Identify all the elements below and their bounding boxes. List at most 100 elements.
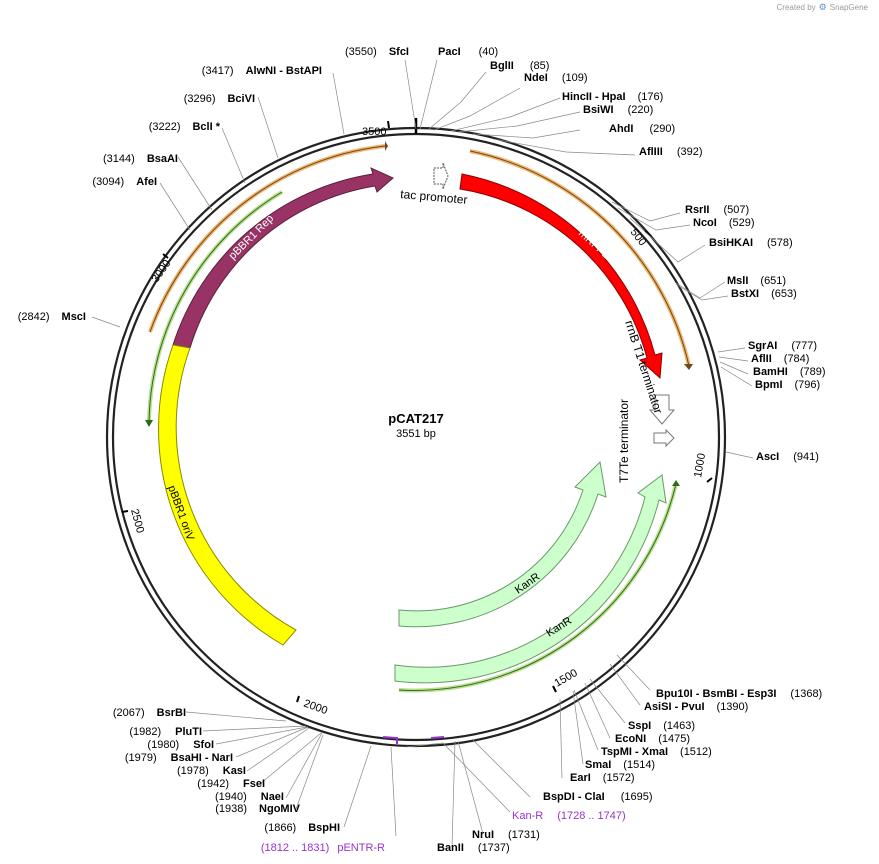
primer-mark-kan-r — [430, 736, 445, 739]
site-bstxi[interactable]: BstXI(653) — [731, 288, 797, 300]
site-tspmi-xmai[interactable]: TspMI - XmaI(1512) — [601, 746, 712, 758]
site-name: BanII — [437, 842, 464, 854]
site-labels: PacI(40) BglII (85) NdeI(109) HincII - Hp… — [18, 46, 826, 854]
site-hincii-hpai[interactable]: HincII - HpaI (176) — [562, 91, 663, 103]
primer-name: pENTR-R — [337, 842, 385, 854]
site-paci[interactable]: PacI(40) — [438, 46, 498, 58]
primer-kan-r[interactable]: Kan-R(1728 .. 1747) — [512, 810, 626, 822]
site-pos: (1940) — [215, 791, 247, 803]
site-afliii[interactable]: AflIII (392) — [639, 146, 703, 158]
site-irui[interactable]: NruI(1731) — [472, 829, 540, 841]
site-pos: (85) — [530, 60, 550, 72]
site-bamhi[interactable]: BamHI(789) — [753, 366, 826, 378]
feature-t7te-terminator[interactable] — [653, 428, 675, 448]
orange-arc-left-head — [385, 141, 388, 151]
site-pos: (1982) — [129, 726, 161, 738]
site-aflii[interactable]: AflII(784) — [751, 353, 809, 365]
site-name: BsiHKAI — [709, 237, 753, 249]
site-pos: (1737) — [478, 842, 510, 854]
tick-3000 — [162, 253, 169, 259]
site-bsphi[interactable]: (1866)BspHI — [264, 822, 340, 834]
site-pos: (3222) — [149, 121, 181, 133]
site-pos: (507) — [723, 204, 749, 216]
orange-arc-right — [469, 149, 691, 367]
site-pos: (1572) — [603, 772, 635, 784]
primer-mark-pentr-r — [382, 736, 398, 744]
site-name: HincII - HpaI — [562, 91, 626, 103]
feature-rrnb-t1-terminator[interactable] — [648, 394, 676, 425]
site-pos: (1979) — [125, 752, 157, 764]
site-pos: (3296) — [184, 93, 216, 105]
site-name: EarI — [570, 772, 591, 784]
site-asci[interactable]: AscI (941) — [756, 451, 819, 463]
site-name: AscI — [756, 451, 779, 463]
site-eari[interactable]: EarI (1572) — [570, 772, 635, 784]
tick-2500 — [121, 510, 129, 513]
site-ndei[interactable]: NdeI(109) — [524, 72, 588, 84]
site-bpmi[interactable]: BpmI (796) — [755, 379, 820, 391]
site-name: PacI — [438, 46, 461, 58]
site-pos: (941) — [793, 451, 819, 463]
site-alwni-bstapi[interactable]: (3417)AlwNI - BstAPI — [202, 65, 322, 77]
site-pos: (1980) — [147, 739, 179, 751]
site-sgrai[interactable]: SgrAI(777) — [748, 340, 817, 352]
site-ncoi[interactable]: NcoI(529) — [693, 217, 755, 229]
site-bsaai[interactable]: (3144)BsaAI — [103, 153, 178, 165]
site-kasi[interactable]: (1978)KasI — [177, 765, 246, 777]
feature-mrfp1[interactable] — [459, 173, 663, 380]
site-bglii[interactable]: BglII (85) — [490, 60, 549, 72]
site-ngomiv[interactable]: (1938)NgoMIV — [215, 803, 300, 815]
site-pos: (789) — [800, 366, 826, 378]
site-naei[interactable]: (1940)NaeI — [215, 791, 284, 803]
site-name: Bpu10I - BsmBI - Esp3I — [656, 688, 776, 700]
primer-pentr-r[interactable]: (1812 .. 1831)pENTR-R — [261, 842, 385, 854]
feature-pbbr1-oriv[interactable] — [158, 344, 297, 646]
site-pos: (3094) — [92, 176, 124, 188]
site-pos: (176) — [638, 91, 664, 103]
site-pos: (777) — [791, 340, 817, 352]
site-rsrii[interactable]: RsrII(507) — [685, 204, 749, 216]
site-bcivi[interactable]: (3296)BciVI — [184, 93, 255, 105]
site-pos: (392) — [677, 146, 703, 158]
site-ahdi[interactable]: AhdI(290) — [609, 123, 675, 135]
site-sfoi[interactable]: (1980)SfoI — [147, 739, 214, 751]
site-econi[interactable]: EcoNI(1475) — [615, 733, 690, 745]
site-afei[interactable]: (3094)AfeI — [92, 176, 157, 188]
site-bsrbi[interactable]: (2067)BsrBI — [113, 707, 186, 719]
site-msci[interactable]: (2842)MscI — [18, 311, 86, 323]
site-bpu10i-bsmbi-esp3i[interactable]: Bpu10I - BsmBI - Esp3I(1368) — [656, 688, 822, 700]
site-smai[interactable]: SmaI(1514) — [585, 759, 655, 771]
site-pluti[interactable]: (1982)PluTI — [129, 726, 202, 738]
site-asisi-pvui[interactable]: AsiSI - PvuI(1390) — [644, 701, 748, 713]
feature-kanr-inner[interactable] — [398, 460, 607, 628]
site-name: SmaI — [585, 759, 611, 771]
site-bspdi-clai[interactable]: BspDI - ClaI(1695) — [543, 791, 653, 803]
plasmid-size: 3551 bp — [396, 428, 436, 440]
site-banii[interactable]: BanII (1737) — [437, 842, 510, 854]
site-name: BpmI — [755, 379, 783, 391]
site-name: AlwNI - BstAPI — [246, 65, 322, 77]
site-bcli[interactable]: (3222)BclI * — [149, 121, 221, 133]
site-fsei[interactable]: (1942)FseI — [197, 778, 265, 790]
site-bsiwi[interactable]: BsiWI(220) — [583, 104, 653, 116]
site-name: FseI — [243, 778, 265, 790]
feature-pbbr1-rep[interactable] — [172, 167, 394, 349]
snapgene-logo-icon: ⚙ — [818, 2, 827, 12]
site-sfci[interactable]: (3550)SfcI — [345, 46, 409, 58]
tick-label-3500: 3500 — [362, 126, 386, 138]
feature-kanr-outer[interactable] — [394, 474, 667, 684]
site-msli[interactable]: MslI(651) — [727, 275, 786, 287]
tick-label-1000: 1000 — [692, 452, 708, 478]
site-pos: (796) — [795, 379, 821, 391]
feature-tac-promoter[interactable] — [433, 162, 449, 190]
site-sspi[interactable]: SspI(1463) — [628, 720, 695, 732]
site-name: BsaHI - NarI — [171, 752, 233, 764]
site-name: AflIII — [639, 146, 663, 158]
site-name: AhdI — [609, 123, 633, 135]
site-pos: (529) — [729, 217, 755, 229]
site-bsihkai[interactable]: BsiHKAI(578) — [709, 237, 793, 249]
tick-label-2000: 2000 — [302, 698, 329, 718]
site-bsahi-nari[interactable]: (1979) BsaHI - NarI — [125, 752, 233, 764]
site-name: BglII — [490, 60, 514, 72]
